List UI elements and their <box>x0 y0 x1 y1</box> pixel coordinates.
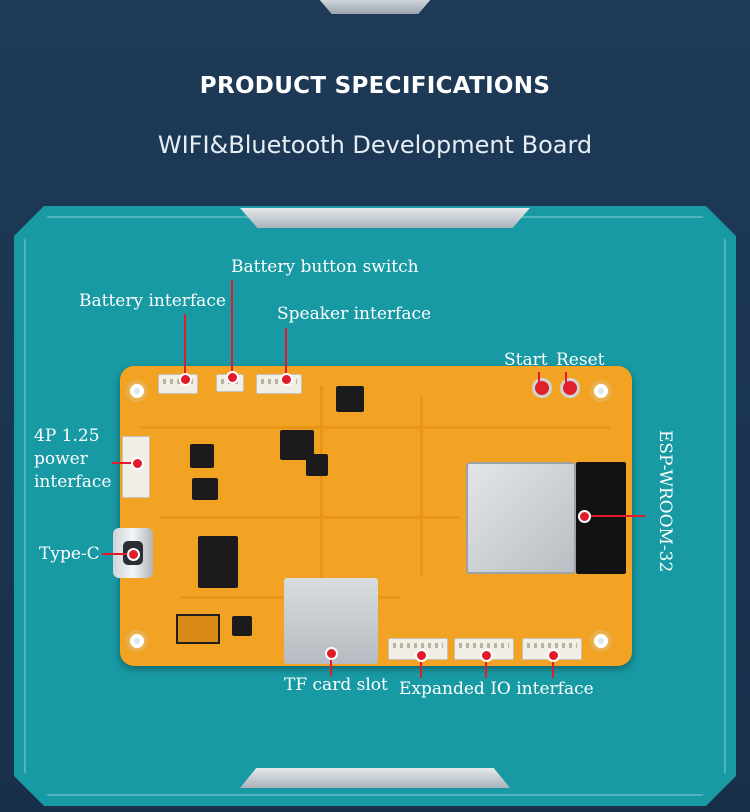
chip <box>306 454 328 476</box>
page-title: PRODUCT SPECIFICATIONS <box>199 73 551 99</box>
pointer-line <box>184 314 186 378</box>
pointer-line <box>485 654 487 678</box>
label-battery-button-switch: Battery button switch <box>231 257 419 277</box>
mounting-hole <box>126 380 148 402</box>
pointer-line <box>102 553 132 555</box>
pointer-dot <box>578 510 591 523</box>
board-trace <box>140 426 610 429</box>
pointer-line <box>565 372 567 384</box>
ribbon-connector <box>176 614 220 644</box>
label-expanded-io: Expanded IO interface <box>399 679 594 699</box>
chip <box>198 536 238 588</box>
label-power-interface-line2: power <box>34 448 88 469</box>
label-type-c: Type-C <box>39 544 100 564</box>
pointer-line <box>420 654 422 678</box>
pointer-line <box>330 652 332 676</box>
label-speaker-interface: Speaker interface <box>277 304 432 324</box>
page-subtitle: WIFI&Bluetooth Development Board <box>157 131 593 159</box>
label-module: ESP-WROOM-32 <box>654 430 675 573</box>
pointer-dot <box>226 371 239 384</box>
chip <box>190 444 214 468</box>
board-trace <box>420 396 423 576</box>
label-start: Start <box>504 350 548 370</box>
mounting-hole <box>590 630 612 652</box>
reset-button-part <box>560 378 580 398</box>
label-tf-card-slot: TF card slot <box>284 675 388 695</box>
chip <box>232 616 252 636</box>
pointer-line <box>285 328 287 378</box>
pointer-dot <box>131 457 144 470</box>
label-power-interface-line3: interface <box>34 471 112 492</box>
pointer-dot <box>325 647 338 660</box>
pointer-line <box>231 280 233 376</box>
pointer-dot <box>280 373 293 386</box>
pointer-dot <box>547 649 560 662</box>
board-trace <box>160 516 460 519</box>
label-reset: Reset <box>556 350 605 370</box>
pointer-line <box>112 462 136 464</box>
pointer-dot <box>480 649 493 662</box>
panel-bottom-tab <box>240 768 510 788</box>
board-trace <box>320 386 323 636</box>
module-shield <box>466 462 576 574</box>
label-power-interface-line1: 4P 1.25 <box>34 426 100 446</box>
label-power-interface: 4P 1.25 power interface <box>34 425 126 494</box>
mounting-hole <box>126 630 148 652</box>
speaker-connector <box>256 374 302 394</box>
panel-top-tab <box>240 208 530 228</box>
pointer-dot <box>179 373 192 386</box>
chip <box>192 478 218 500</box>
top-tab-decoration <box>318 0 432 14</box>
pointer-line <box>583 515 645 517</box>
pointer-line <box>552 654 554 678</box>
battery-connector <box>158 374 198 394</box>
chip <box>336 386 364 412</box>
start-button-part <box>532 378 552 398</box>
pointer-dot <box>127 548 140 561</box>
pointer-dot <box>415 649 428 662</box>
mounting-hole <box>590 380 612 402</box>
pointer-line <box>538 372 540 384</box>
label-battery-interface: Battery interface <box>79 291 226 311</box>
esp-module-image <box>466 462 626 574</box>
